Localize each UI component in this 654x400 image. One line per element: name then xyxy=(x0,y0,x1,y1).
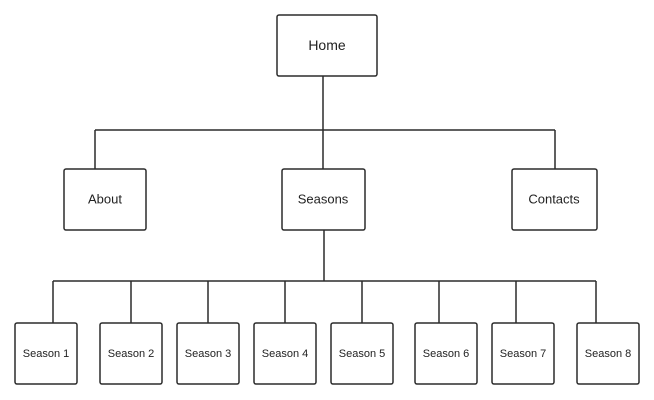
node-season-1-label: Season 1 xyxy=(23,348,69,360)
node-season-5: Season 5 xyxy=(330,322,394,385)
node-about: About xyxy=(63,168,147,231)
node-season-4-label: Season 4 xyxy=(262,348,308,360)
node-seasons: Seasons xyxy=(281,168,366,231)
node-season-8-box xyxy=(576,322,640,385)
node-season-1: Season 1 xyxy=(14,322,78,385)
node-contacts-label: Contacts xyxy=(528,192,580,207)
node-contacts-box xyxy=(511,168,598,231)
node-season-4-box xyxy=(253,322,317,385)
node-season-2-label: Season 2 xyxy=(108,348,154,360)
node-about-label: About xyxy=(88,192,122,207)
node-season-8-label: Season 8 xyxy=(585,348,631,360)
connectors xyxy=(52,76,597,323)
node-season-3-box xyxy=(176,322,240,385)
node-season-2-box xyxy=(99,322,163,385)
node-season-3-label: Season 3 xyxy=(185,348,231,360)
node-season-1-box xyxy=(14,322,78,385)
node-season-7: Season 7 xyxy=(491,322,555,385)
node-contacts: Contacts xyxy=(511,168,598,231)
node-seasons-label: Seasons xyxy=(298,192,349,207)
node-season-2: Season 2 xyxy=(99,322,163,385)
node-season-6-box xyxy=(414,322,478,385)
node-home-label: Home xyxy=(308,37,346,53)
node-season-4: Season 4 xyxy=(253,322,317,385)
node-season-7-box xyxy=(491,322,555,385)
node-season-5-label: Season 5 xyxy=(339,348,385,360)
node-season-6-label: Season 6 xyxy=(423,348,469,360)
node-about-box xyxy=(63,168,147,231)
node-season-8: Season 8 xyxy=(576,322,640,385)
node-season-3: Season 3 xyxy=(176,322,240,385)
node-home-box xyxy=(276,14,378,77)
node-seasons-box xyxy=(281,168,366,231)
node-season-5-box xyxy=(330,322,394,385)
node-season-7-label: Season 7 xyxy=(500,348,546,360)
node-home: Home xyxy=(276,14,378,77)
node-season-6: Season 6 xyxy=(414,322,478,385)
